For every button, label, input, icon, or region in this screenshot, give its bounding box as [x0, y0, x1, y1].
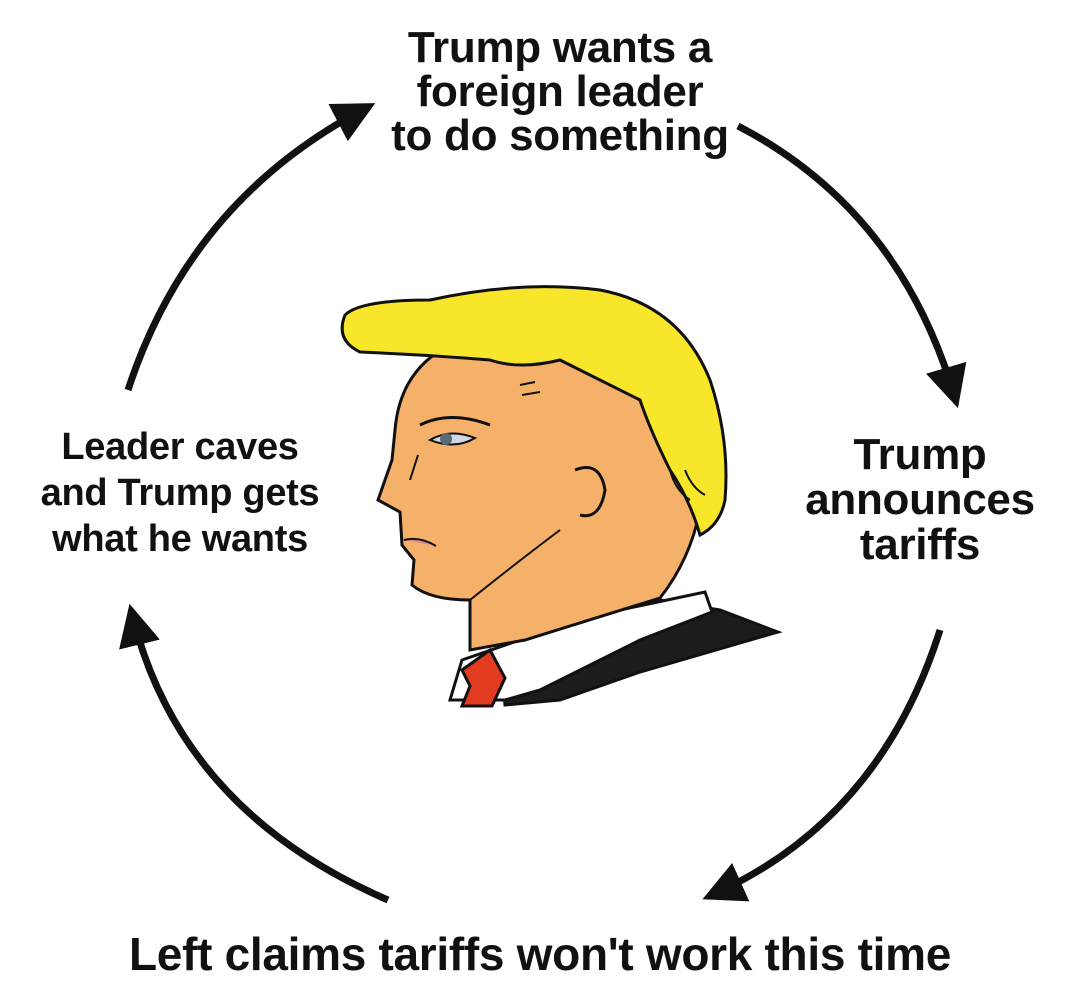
step-left-claims: Left claims tariffs won't work this time	[129, 928, 951, 980]
red-tie	[459, 647, 507, 708]
ear	[574, 466, 607, 518]
jaw-line	[469, 529, 561, 601]
arrow-left-to-top	[124, 103, 376, 392]
hair	[340, 285, 728, 538]
arrow-top-to-right	[736, 122, 967, 409]
step-leader-caves: Leader caves and Trump gets what he want…	[40, 426, 320, 560]
step-announces-tariffs: Trump announces tariffs	[805, 430, 1035, 569]
nose-line	[409, 454, 419, 481]
eye-pupil	[440, 433, 452, 445]
eyebrow	[419, 416, 491, 427]
mouth	[403, 537, 437, 547]
arrow-right-to-bottom	[702, 628, 944, 902]
step-trump-wants: Trump wants a foreign leader to do somet…	[391, 23, 729, 160]
hair-strands	[519, 381, 706, 501]
arrow-bottom-to-left	[119, 603, 390, 904]
